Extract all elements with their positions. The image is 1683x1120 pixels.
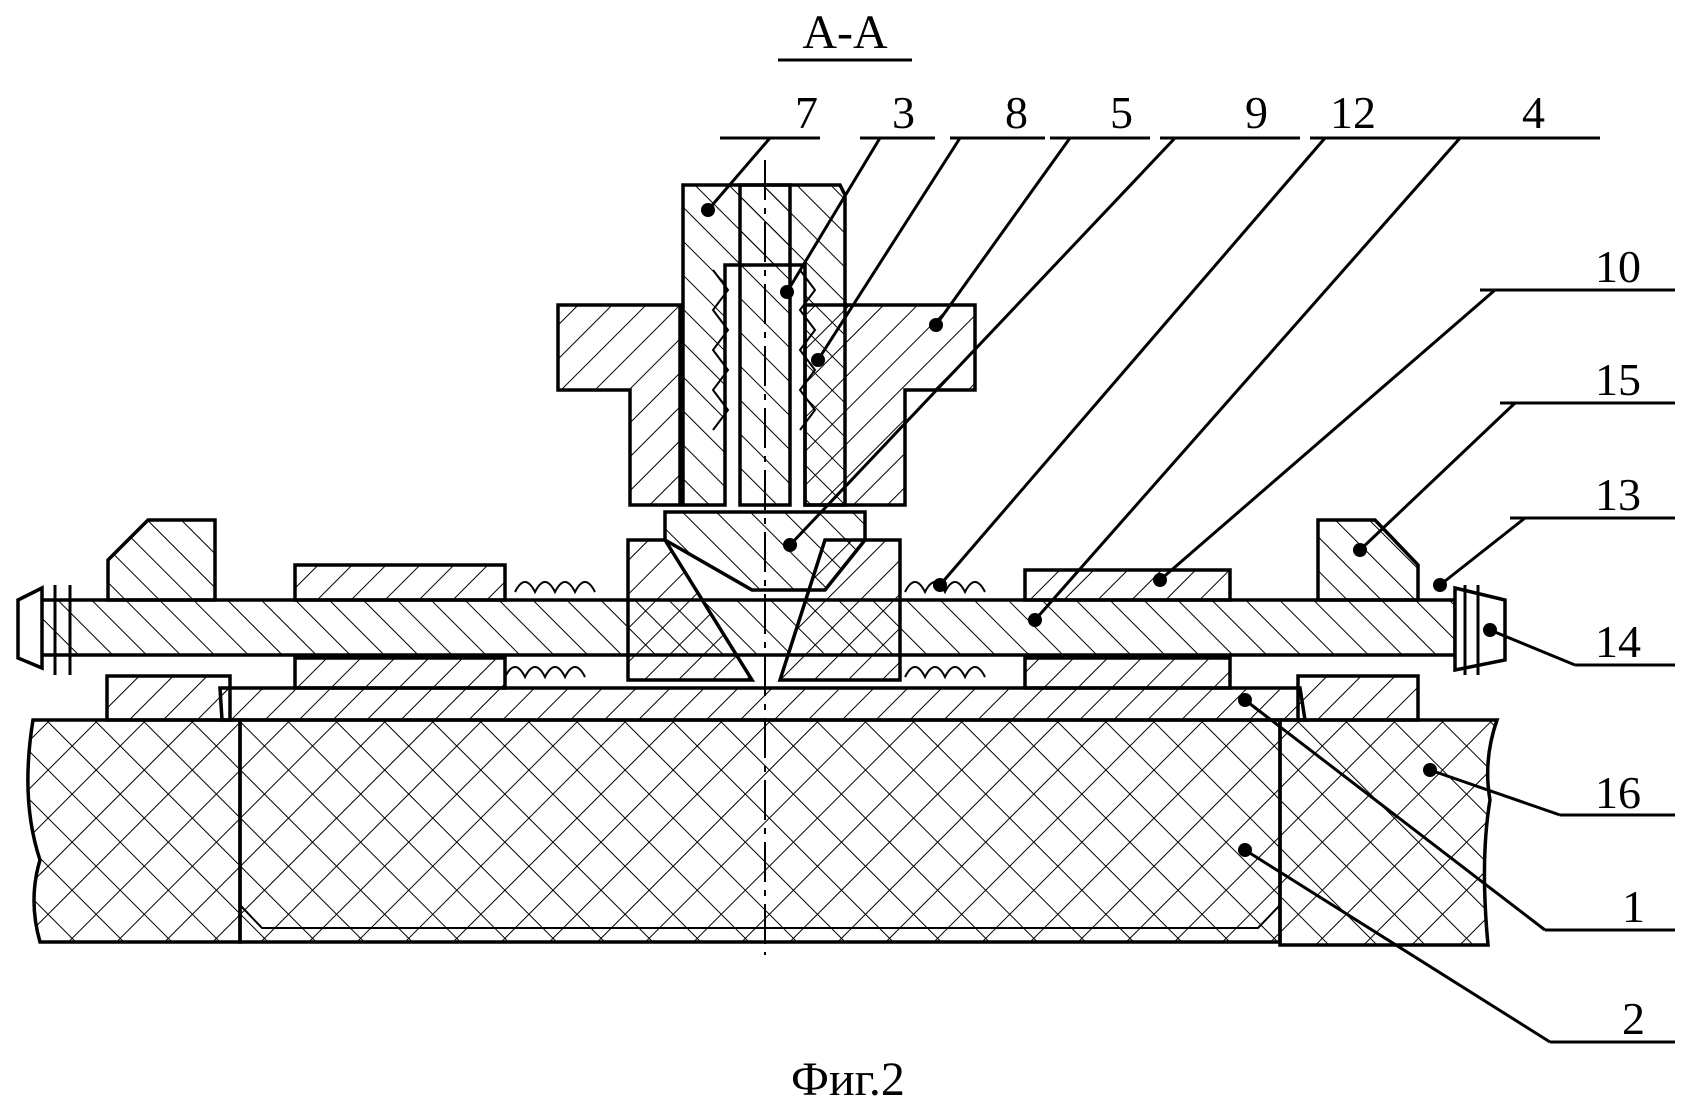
label-1: 1 xyxy=(1622,881,1645,932)
base-16 xyxy=(26,718,1500,947)
label-2: 2 xyxy=(1622,993,1645,1044)
end-nuts-14 xyxy=(16,585,1507,675)
side-blocks xyxy=(105,674,1420,722)
clamps-13 xyxy=(106,518,1420,602)
label-4: 4 xyxy=(1522,87,1545,138)
marker-dots xyxy=(701,203,1497,857)
label-10: 10 xyxy=(1595,241,1641,292)
cone-body xyxy=(626,510,902,682)
rod-4 xyxy=(38,598,1457,657)
section-title-group: A-A xyxy=(778,6,912,62)
label-3: 3 xyxy=(892,87,915,138)
label-7: 7 xyxy=(795,87,818,138)
upper-guides xyxy=(293,563,1232,602)
springs-8 xyxy=(711,269,817,431)
plate-1 xyxy=(218,686,1308,722)
label-8: 8 xyxy=(1005,87,1028,138)
section-title: A-A xyxy=(802,6,888,59)
label-15: 15 xyxy=(1595,354,1641,405)
label-5: 5 xyxy=(1110,87,1133,138)
label-9: 9 xyxy=(1245,87,1268,138)
label-14: 14 xyxy=(1595,616,1641,667)
figure-caption: Фиг.2 xyxy=(791,1053,905,1106)
leader-lines xyxy=(706,136,1675,1044)
lower-guides xyxy=(293,656,1232,690)
springs-9 xyxy=(504,581,986,680)
label-12: 12 xyxy=(1330,87,1376,138)
insert-2 xyxy=(238,718,1282,944)
label-16: 16 xyxy=(1595,767,1641,818)
part-labels: 7 3 8 5 9 12 4 10 15 13 14 16 1 2 xyxy=(795,87,1645,1044)
spindle-3 xyxy=(738,183,792,507)
label-13: 13 xyxy=(1595,469,1641,520)
